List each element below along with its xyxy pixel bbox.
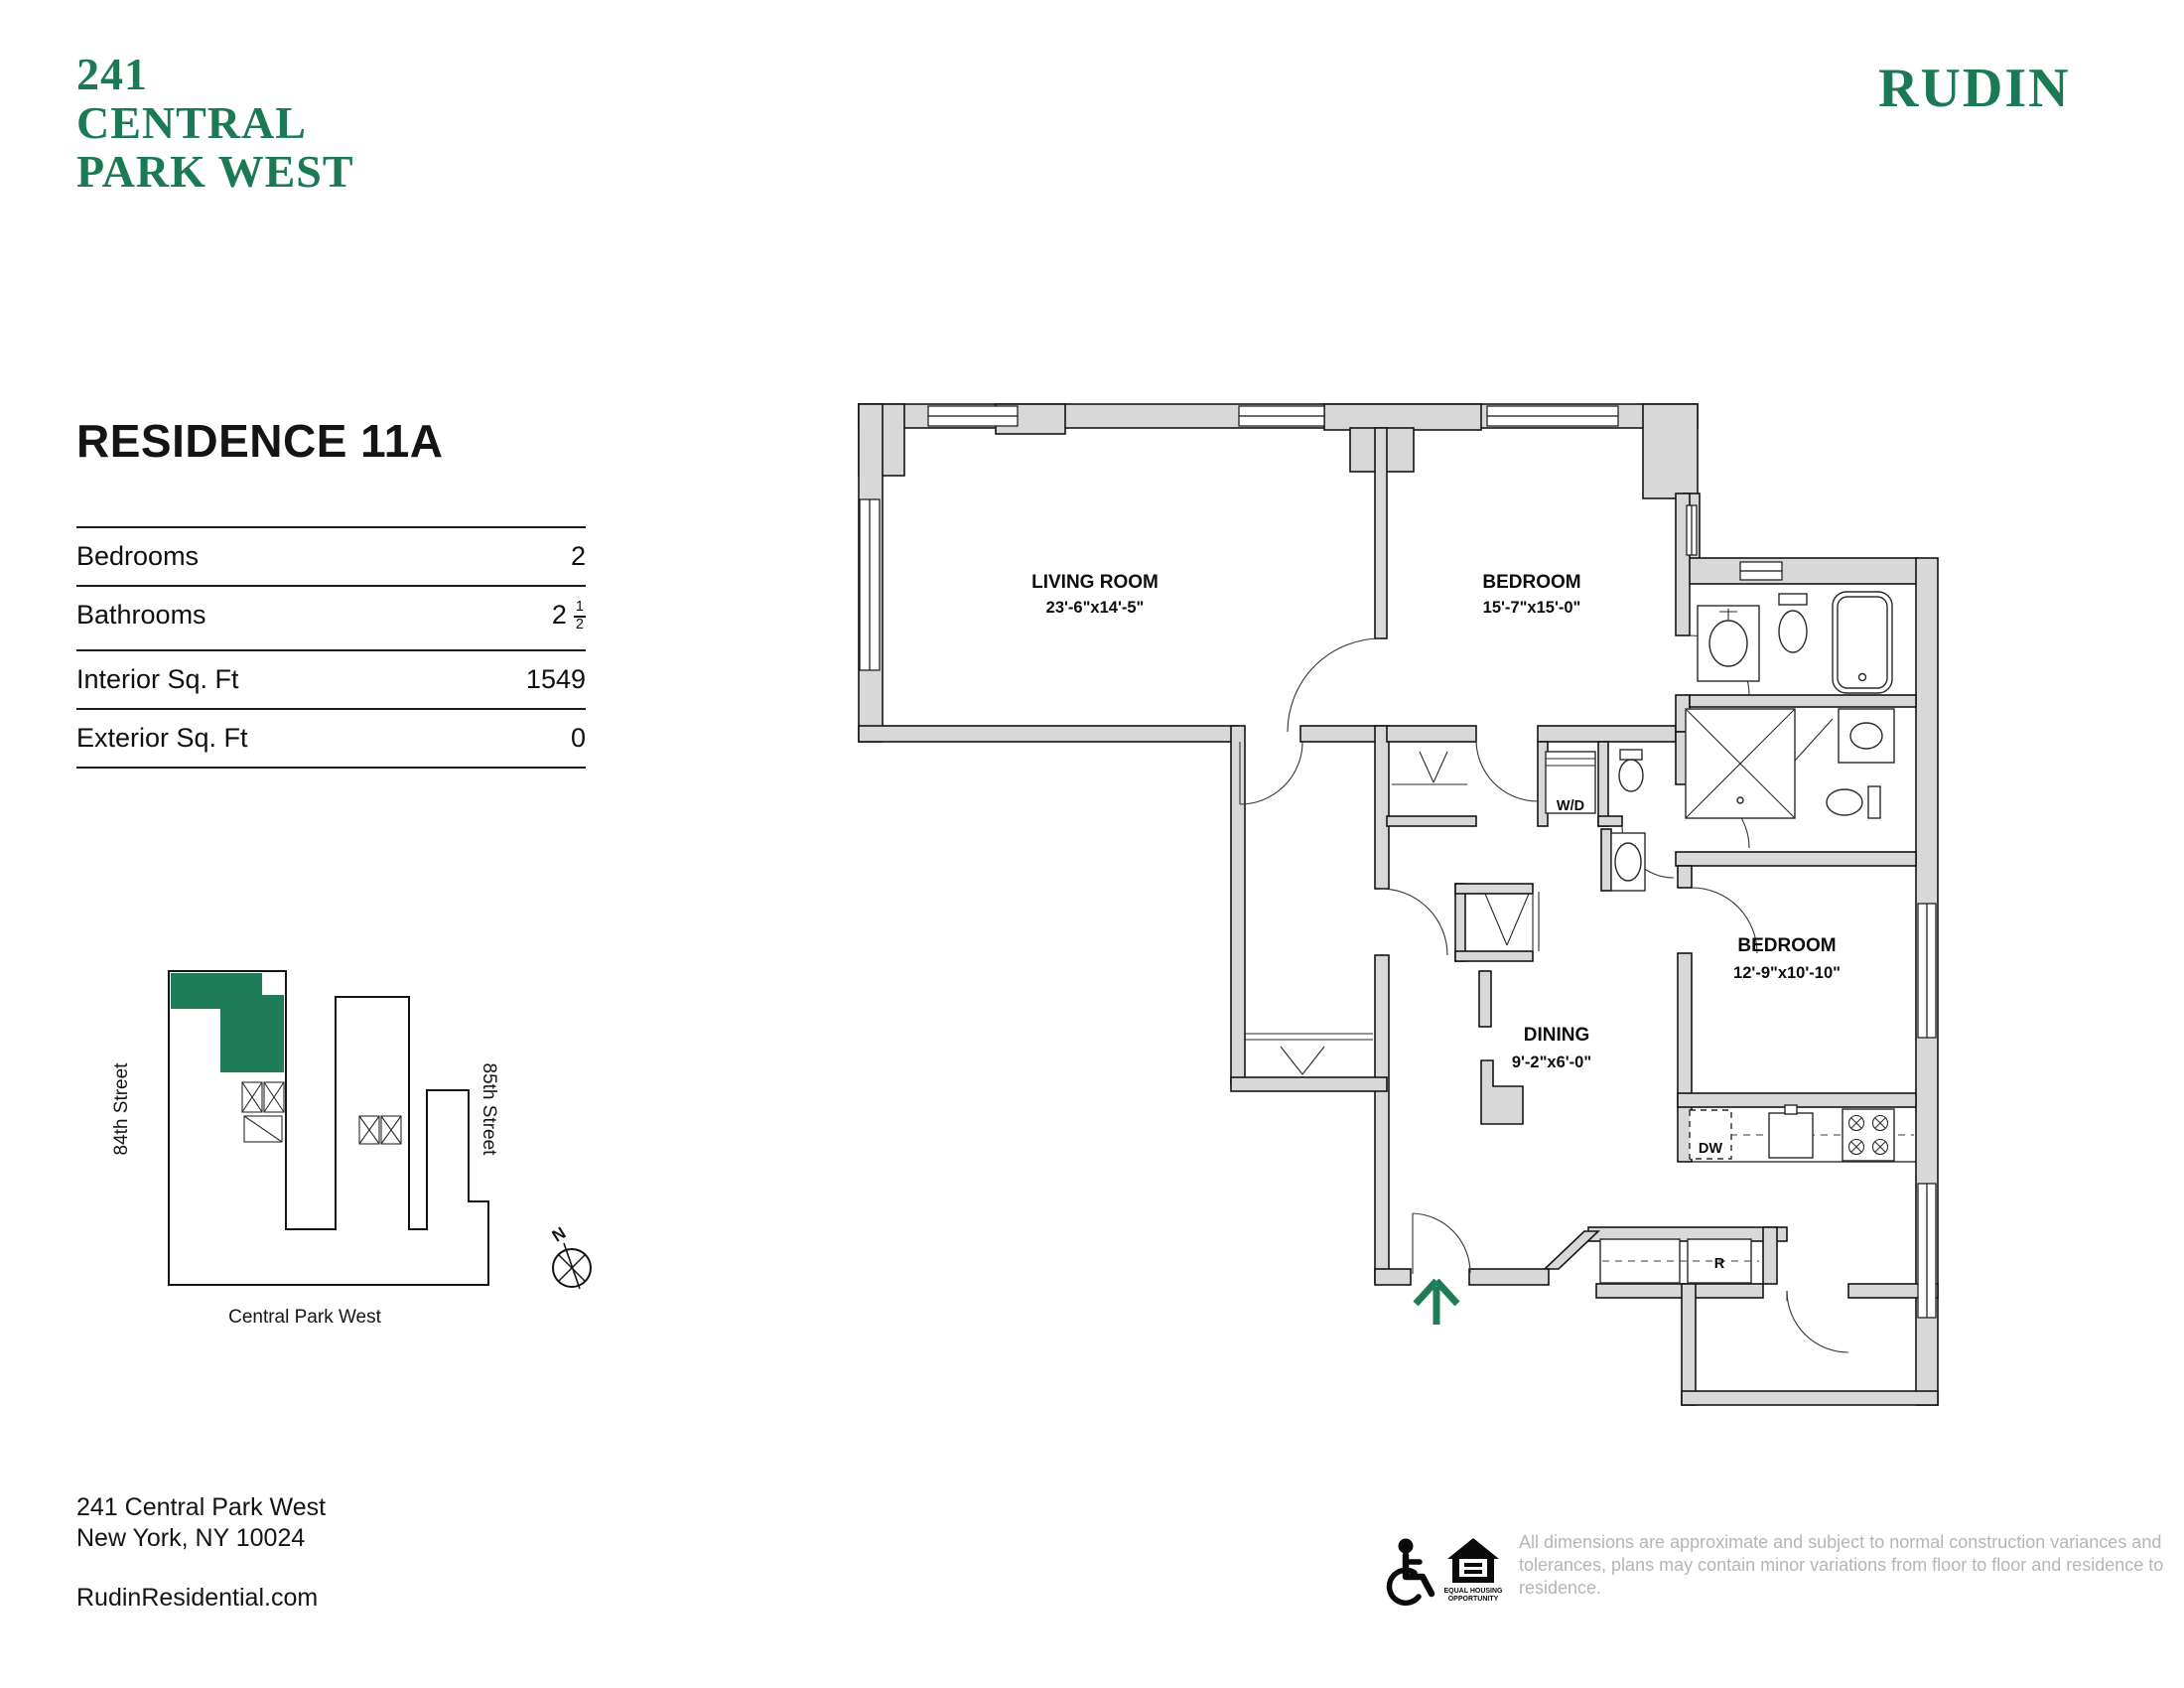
- spec-value: 0: [570, 722, 586, 753]
- bathroom1-fixtures: [1697, 591, 1893, 694]
- spec-row-exterior-sqft: Exterior Sq. Ft 0: [76, 707, 586, 767]
- living-room-label: LIVING ROOM: [1031, 572, 1159, 593]
- disclaimer-text: All dimensions are approximate and subje…: [1519, 1532, 2164, 1598]
- equal-housing-caption-2: OPPORTUNITY: [1448, 1596, 1499, 1603]
- spec-value: 1549: [525, 663, 586, 694]
- dishwasher-icon: [1689, 1109, 1732, 1160]
- entry-arrow-icon: [1413, 1278, 1460, 1325]
- living-room-dims: 23'-6"x14'-5": [1046, 599, 1145, 617]
- toilet-icon: [1619, 749, 1643, 761]
- page-title: RESIDENCE 11A: [76, 415, 444, 467]
- spec-table: Bedrooms 2 Bathrooms 2 1 2 Interior Sq. …: [76, 526, 586, 769]
- compass-n-label: N: [549, 1223, 569, 1246]
- spec-value: 2: [570, 541, 586, 571]
- spec-label: Bathrooms: [76, 600, 206, 630]
- compass-icon: N: [549, 1223, 592, 1290]
- building-footprint: [168, 970, 489, 1286]
- spec-row-bathrooms: Bathrooms 2 1 2: [76, 585, 586, 649]
- spec-row-bedrooms: Bedrooms 2: [76, 526, 586, 585]
- kitchen-sink-icon: [1768, 1112, 1814, 1159]
- bedroom2-label: BEDROOM: [1737, 935, 1836, 956]
- dining-label: DINING: [1524, 1025, 1590, 1046]
- floor-plan: LIVING ROOM 23'-6"x14'-5" BEDROOM 15'-7"…: [858, 403, 1939, 1406]
- spec-label: Interior Sq. Ft: [76, 663, 239, 694]
- r-label: R: [1714, 1256, 1725, 1272]
- street-label-left: 84th Street: [111, 1062, 132, 1156]
- street-label-right: 85th Street: [478, 1063, 499, 1157]
- kitchen-fixtures: [1599, 1104, 1916, 1284]
- dw-label: DW: [1699, 1141, 1722, 1157]
- building-logo: 241 CENTRAL PARK WEST: [76, 50, 354, 196]
- wheelchair-icon: [1386, 1538, 1435, 1607]
- building-cores: [241, 1081, 402, 1145]
- wd-label: W/D: [1557, 798, 1584, 814]
- footer-website: RudinResidential.com: [76, 1584, 319, 1612]
- spec-row-interior-sqft: Interior Sq. Ft 1549: [76, 648, 586, 708]
- bedroom1-label: BEDROOM: [1482, 572, 1580, 593]
- highlighted-unit: [171, 973, 284, 1072]
- washer-dryer: [1545, 751, 1596, 814]
- site-map: 84th Street 85th Street Central Park Wes…: [111, 970, 592, 1328]
- rudin-logo: RUDIN: [1878, 58, 2071, 119]
- sink-icon: [1838, 708, 1895, 764]
- building-logo-line2: CENTRAL: [76, 97, 307, 148]
- street-label-bottom: Central Park West: [228, 1307, 382, 1328]
- fraction-half: 1 2: [573, 599, 586, 633]
- spec-label: Exterior Sq. Ft: [76, 722, 248, 753]
- toilet-icon: [1778, 593, 1808, 606]
- equal-housing-icon: EQUAL HOUSING OPPORTUNITY: [1444, 1538, 1504, 1603]
- building-logo-line1: 241: [76, 49, 148, 99]
- bathroom2-fixtures: [1685, 708, 1895, 819]
- room-labels: LIVING ROOM 23'-6"x14'-5" BEDROOM 15'-7"…: [1031, 572, 1841, 1272]
- spec-value: 2 1 2: [551, 599, 586, 633]
- closets: [1245, 751, 1788, 1301]
- footer-address: 241 Central Park West New York, NY 10024: [76, 1492, 326, 1554]
- address-line1: 241 Central Park West: [76, 1493, 327, 1521]
- dining-dims: 9'-2"x6'-0": [1512, 1054, 1591, 1071]
- walls: [858, 403, 1939, 1406]
- windows: [859, 405, 1937, 1319]
- address-line2: New York, NY 10024: [76, 1524, 306, 1552]
- building-logo-line3: PARK WEST: [76, 146, 354, 197]
- spec-label: Bedrooms: [76, 541, 200, 571]
- equal-housing-caption-1: EQUAL HOUSING: [1444, 1588, 1504, 1595]
- toilet-icon: [1867, 785, 1881, 819]
- bedroom2-dims: 12'-9"x10'-10": [1733, 964, 1841, 982]
- powder-room-fixtures: [1610, 749, 1646, 892]
- range-icon: [1842, 1108, 1895, 1162]
- bedroom1-dims: 15'-7"x15'-0": [1483, 599, 1581, 617]
